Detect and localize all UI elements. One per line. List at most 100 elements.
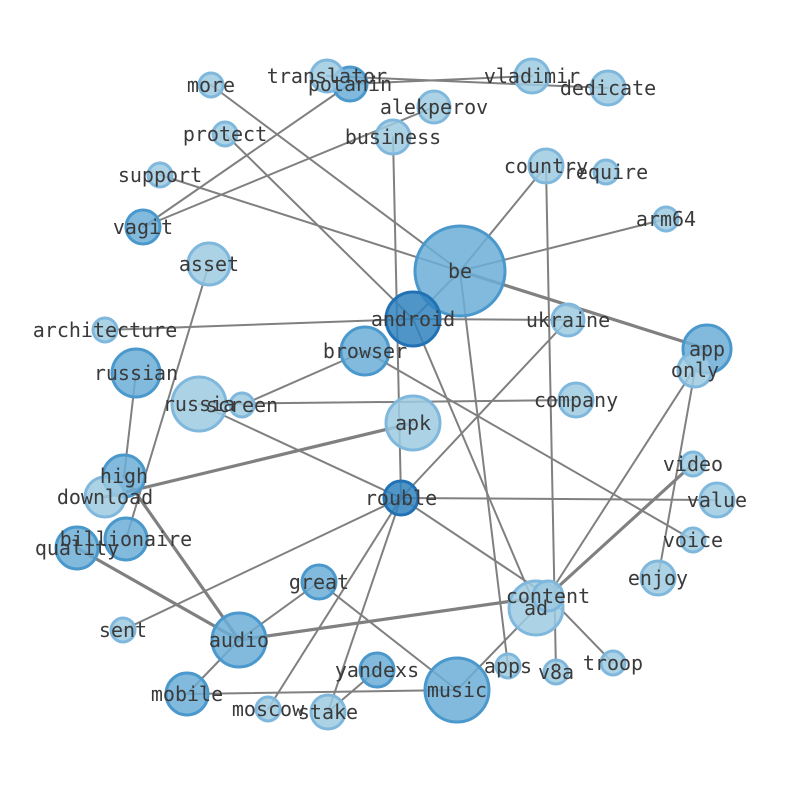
node-require[interactable]	[592, 158, 620, 186]
node-label-voice: voice	[663, 528, 723, 552]
node-yandexs[interactable]	[358, 651, 396, 689]
node-label-country: country	[504, 154, 588, 178]
edge-browser-voice	[364, 350, 694, 541]
node-only[interactable]	[676, 351, 714, 389]
node-label-russian: russian	[94, 361, 178, 385]
node-label-great: great	[289, 570, 349, 594]
edge-audio-content	[237, 594, 550, 642]
node-label-android: android	[371, 307, 455, 331]
node-browser[interactable]	[339, 325, 391, 377]
node-label-only: only	[671, 358, 719, 382]
node-label-apps: apps	[484, 654, 532, 678]
node-label-sent: sent	[99, 618, 147, 642]
edge-music-mobile	[186, 689, 458, 695]
node-translator[interactable]	[309, 58, 345, 94]
edge-rouble-sent	[122, 497, 402, 631]
node-billionaire[interactable]	[103, 516, 149, 562]
edge-rouble-ukraine	[400, 319, 569, 499]
node-alekperov[interactable]	[416, 89, 452, 125]
node-label-high: high	[100, 464, 148, 488]
node-label-enjoy: enjoy	[628, 566, 688, 590]
node-android[interactable]	[384, 290, 442, 348]
node-label-architecture: architecture	[33, 318, 178, 342]
node-music[interactable]	[423, 656, 491, 724]
node-label-browser: browser	[323, 339, 407, 363]
node-asset[interactable]	[186, 241, 232, 287]
edge-rouble-moscow	[267, 497, 402, 710]
node-video[interactable]	[679, 450, 707, 478]
edge-russia-company	[198, 399, 577, 405]
node-apps[interactable]	[494, 652, 522, 680]
node-architecture[interactable]	[91, 316, 119, 344]
node-support[interactable]	[146, 161, 174, 189]
node-label-asset: asset	[179, 252, 239, 276]
node-label-rouble: rouble	[365, 486, 437, 510]
node-label-ukraine: ukraine	[526, 308, 610, 332]
node-label-apk: apk	[395, 411, 431, 435]
node-mobile[interactable]	[164, 671, 210, 717]
node-more[interactable]	[197, 71, 225, 99]
node-label-more: more	[187, 73, 235, 97]
node-russian[interactable]	[110, 347, 162, 399]
node-label-value: value	[687, 488, 747, 512]
edge-audio-high	[122, 474, 241, 642]
node-business[interactable]	[374, 118, 412, 156]
edge-only-enjoy	[657, 369, 696, 579]
node-quality[interactable]	[54, 525, 100, 571]
node-label-content: content	[506, 584, 590, 608]
node-label-russia: russia	[163, 392, 235, 416]
edge-translator-dedicate	[326, 75, 609, 89]
node-voice[interactable]	[679, 526, 707, 554]
node-label-v8a: v8a	[538, 660, 574, 684]
node-vladimir[interactable]	[513, 57, 551, 95]
node-stake[interactable]	[309, 693, 347, 731]
node-label-arm64: arm64	[636, 207, 696, 231]
node-dedicate[interactable]	[589, 69, 627, 107]
node-label-stake: stake	[298, 700, 358, 724]
node-troop[interactable]	[599, 649, 627, 677]
edge-be-support	[159, 174, 461, 272]
node-content[interactable]	[531, 579, 565, 613]
node-label-protect: protect	[183, 122, 267, 146]
node-label-music: music	[427, 678, 487, 702]
node-russia[interactable]	[170, 375, 228, 433]
node-label-audio: audio	[209, 628, 269, 652]
node-label-support: support	[118, 163, 202, 187]
node-be[interactable]	[413, 224, 507, 318]
node-label-potanin: potanin	[308, 72, 392, 96]
node-label-billionaire: billionaire	[60, 527, 192, 551]
edge-android-ad	[412, 318, 537, 609]
node-protect[interactable]	[211, 120, 239, 148]
node-label-vagit: vagit	[113, 215, 173, 239]
node-label-ad: ad	[524, 596, 548, 620]
node-label-mobile: mobile	[151, 682, 223, 706]
node-label-require: require	[564, 160, 648, 184]
node-label-quality: quality	[35, 536, 119, 560]
node-label-screen: screen	[206, 393, 278, 417]
node-vagit[interactable]	[124, 208, 162, 246]
node-label-video: video	[663, 452, 723, 476]
node-label-moscow: moscow	[232, 697, 305, 721]
node-rouble[interactable]	[382, 479, 420, 517]
node-apk[interactable]	[384, 394, 442, 452]
node-arm64[interactable]	[652, 205, 680, 233]
node-moscow[interactable]	[254, 695, 282, 723]
node-ukraine[interactable]	[550, 302, 586, 338]
node-value[interactable]	[698, 481, 736, 519]
node-company[interactable]	[557, 381, 595, 419]
node-screen[interactable]	[228, 391, 256, 419]
node-audio[interactable]	[210, 611, 268, 669]
node-label-business: business	[345, 125, 441, 149]
edge-content-app	[547, 348, 708, 597]
edge-asset-billionaire	[125, 263, 210, 540]
node-download[interactable]	[83, 475, 127, 519]
node-label-alekperov: alekperov	[380, 95, 488, 119]
node-great[interactable]	[300, 563, 338, 601]
node-country[interactable]	[527, 147, 565, 185]
node-sent[interactable]	[109, 616, 137, 644]
node-label-company: company	[534, 388, 618, 412]
node-label-download: download	[57, 485, 153, 509]
node-v8a[interactable]	[542, 658, 570, 686]
node-enjoy[interactable]	[639, 559, 677, 597]
